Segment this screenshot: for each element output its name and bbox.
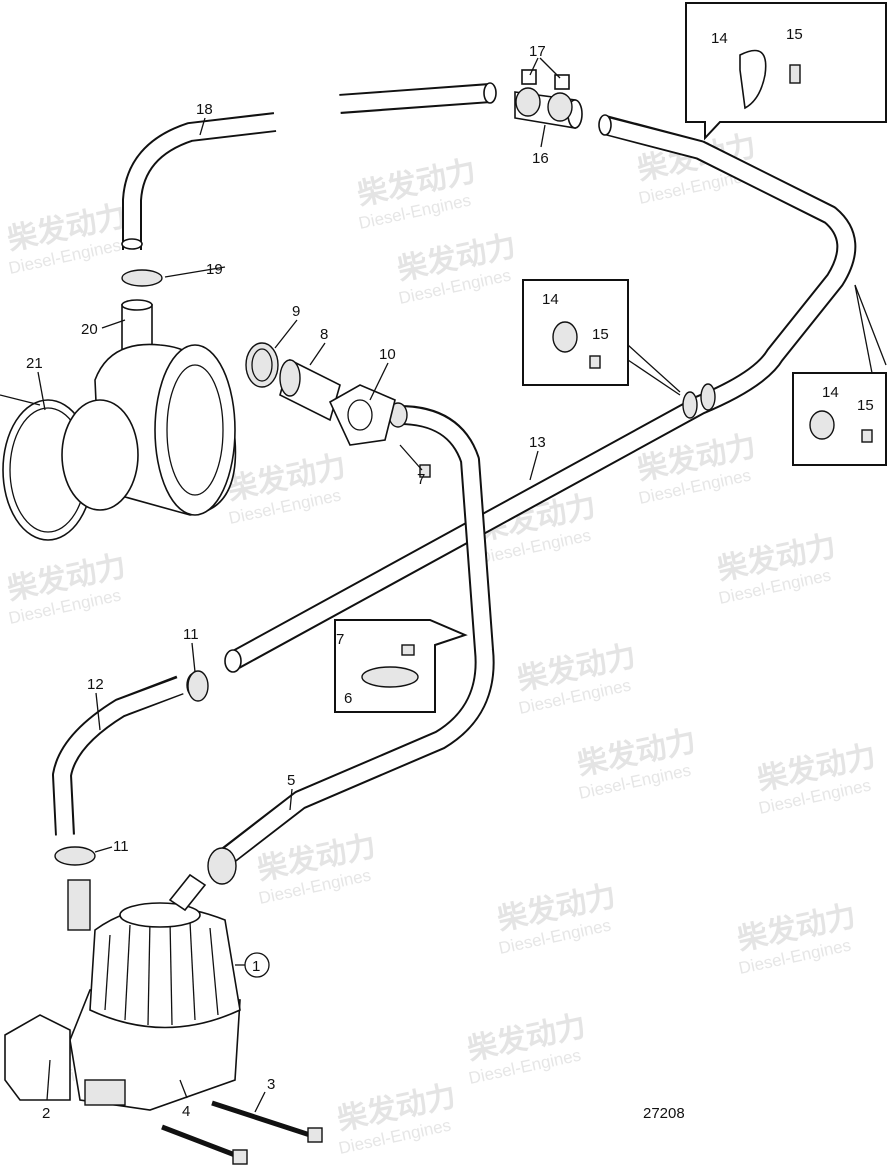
label-4: 4 bbox=[182, 1103, 190, 1120]
label-14b: 14 bbox=[542, 291, 559, 308]
label-11b: 11 bbox=[113, 838, 129, 855]
hose-5 bbox=[207, 402, 495, 885]
label-2: 2 bbox=[42, 1105, 50, 1122]
label-17: 17 bbox=[529, 43, 546, 60]
pipe-8 bbox=[279, 358, 341, 422]
label-19: 19 bbox=[206, 261, 223, 278]
clamp-11-upper bbox=[187, 670, 209, 702]
label-13: 13 bbox=[529, 434, 546, 451]
bolt-4 bbox=[161, 1124, 248, 1165]
callout-box-clamp-6 bbox=[334, 619, 468, 713]
label-6: 6 bbox=[344, 690, 352, 707]
callout-box-mid bbox=[522, 279, 681, 396]
hose-12 bbox=[52, 672, 204, 865]
callout-box-top-right bbox=[685, 2, 887, 141]
part-labels: 17 14 15 18 16 19 20 21 9 8 10 14 15 14 … bbox=[26, 26, 874, 1122]
hose-13 bbox=[224, 114, 857, 673]
label-16: 16 bbox=[532, 150, 549, 167]
label-20: 20 bbox=[81, 321, 98, 338]
drawing-number: 27208 bbox=[643, 1105, 685, 1122]
label-15: 15 bbox=[786, 26, 803, 43]
label-9: 9 bbox=[292, 303, 300, 320]
gasket-2 bbox=[4, 1014, 71, 1101]
leader-lines bbox=[37, 57, 561, 1113]
flange-10 bbox=[328, 384, 396, 446]
label-15b: 15 bbox=[592, 326, 609, 343]
label-7b: 7 bbox=[336, 631, 344, 648]
label-21: 21 bbox=[26, 355, 43, 372]
bolt-3 bbox=[211, 1100, 323, 1143]
label-14c: 14 bbox=[822, 384, 839, 401]
callout-box-right bbox=[792, 284, 887, 466]
label-18: 18 bbox=[196, 101, 213, 118]
hose-18 bbox=[121, 82, 497, 252]
label-12: 12 bbox=[87, 676, 104, 693]
label-5: 5 bbox=[287, 772, 295, 789]
hose-connector-16 bbox=[514, 69, 583, 129]
label-11: 11 bbox=[183, 626, 199, 643]
label-10: 10 bbox=[379, 346, 396, 363]
label-14: 14 bbox=[711, 30, 728, 47]
label-8: 8 bbox=[320, 326, 328, 343]
highlight-circle-1 bbox=[244, 952, 270, 978]
label-3: 3 bbox=[267, 1076, 275, 1093]
oil-separator-1 bbox=[67, 873, 241, 1111]
label-7: 7 bbox=[417, 471, 425, 488]
label-1: 1 bbox=[252, 958, 260, 975]
clamp-11-lower bbox=[54, 846, 96, 866]
bolt-7 bbox=[399, 444, 431, 478]
label-15c: 15 bbox=[857, 397, 874, 414]
clamp-19 bbox=[121, 269, 163, 287]
clamp-ring-21 bbox=[0, 394, 139, 541]
